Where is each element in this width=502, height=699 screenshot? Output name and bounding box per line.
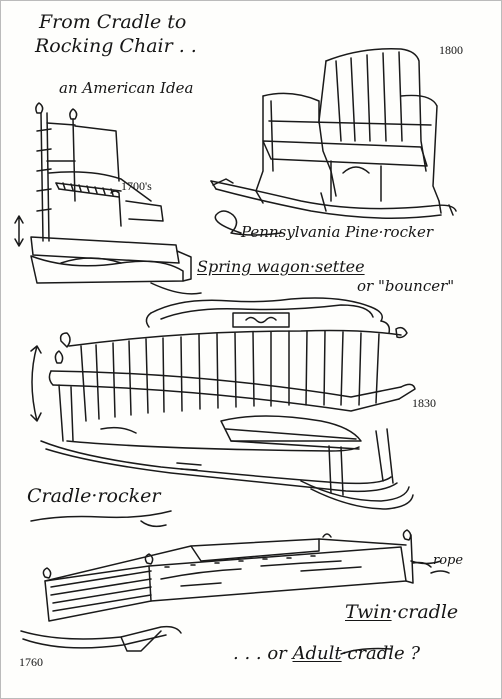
settee-date: 1700's <box>121 179 152 193</box>
twin-cradle-drawing <box>21 530 449 651</box>
title-line-2: Rocking Chair . . <box>35 35 197 57</box>
title-line-1: From Cradle to <box>39 11 187 33</box>
cradle-rocker-label: Cradle·rocker <box>27 485 161 507</box>
spring-wagon-settee-drawing <box>15 103 191 283</box>
settee-alt-label: or "bouncer" <box>357 277 455 295</box>
title-line-3: an American Idea <box>59 79 194 97</box>
pennsylvania-date: 1800 <box>439 43 463 57</box>
twin-cradle-date: 1760 <box>19 655 43 669</box>
adult-cradle-word: ·cradle ? <box>341 643 421 664</box>
or-prefix: . . . or <box>233 643 287 664</box>
cradle-rocker-drawing <box>31 298 415 509</box>
pennsylvania-label: Pennsylvania Pine·rocker <box>241 223 434 241</box>
settee-label: Spring wagon·settee <box>197 257 365 276</box>
twin-cradle-label: Twin·cradle <box>345 601 458 623</box>
adult-cradle-label: . . . or Adult·cradle ? <box>233 643 420 664</box>
pennsylvania-rocker-drawing <box>211 49 456 218</box>
pointer-flourishes <box>31 211 431 654</box>
cradle-word: ·cradle <box>391 601 459 623</box>
rope-label: rope <box>433 553 464 568</box>
twin-word: Twin <box>345 601 392 623</box>
adult-word: Adult <box>292 643 342 664</box>
cradle-rocker-date: 1830 <box>412 396 436 410</box>
